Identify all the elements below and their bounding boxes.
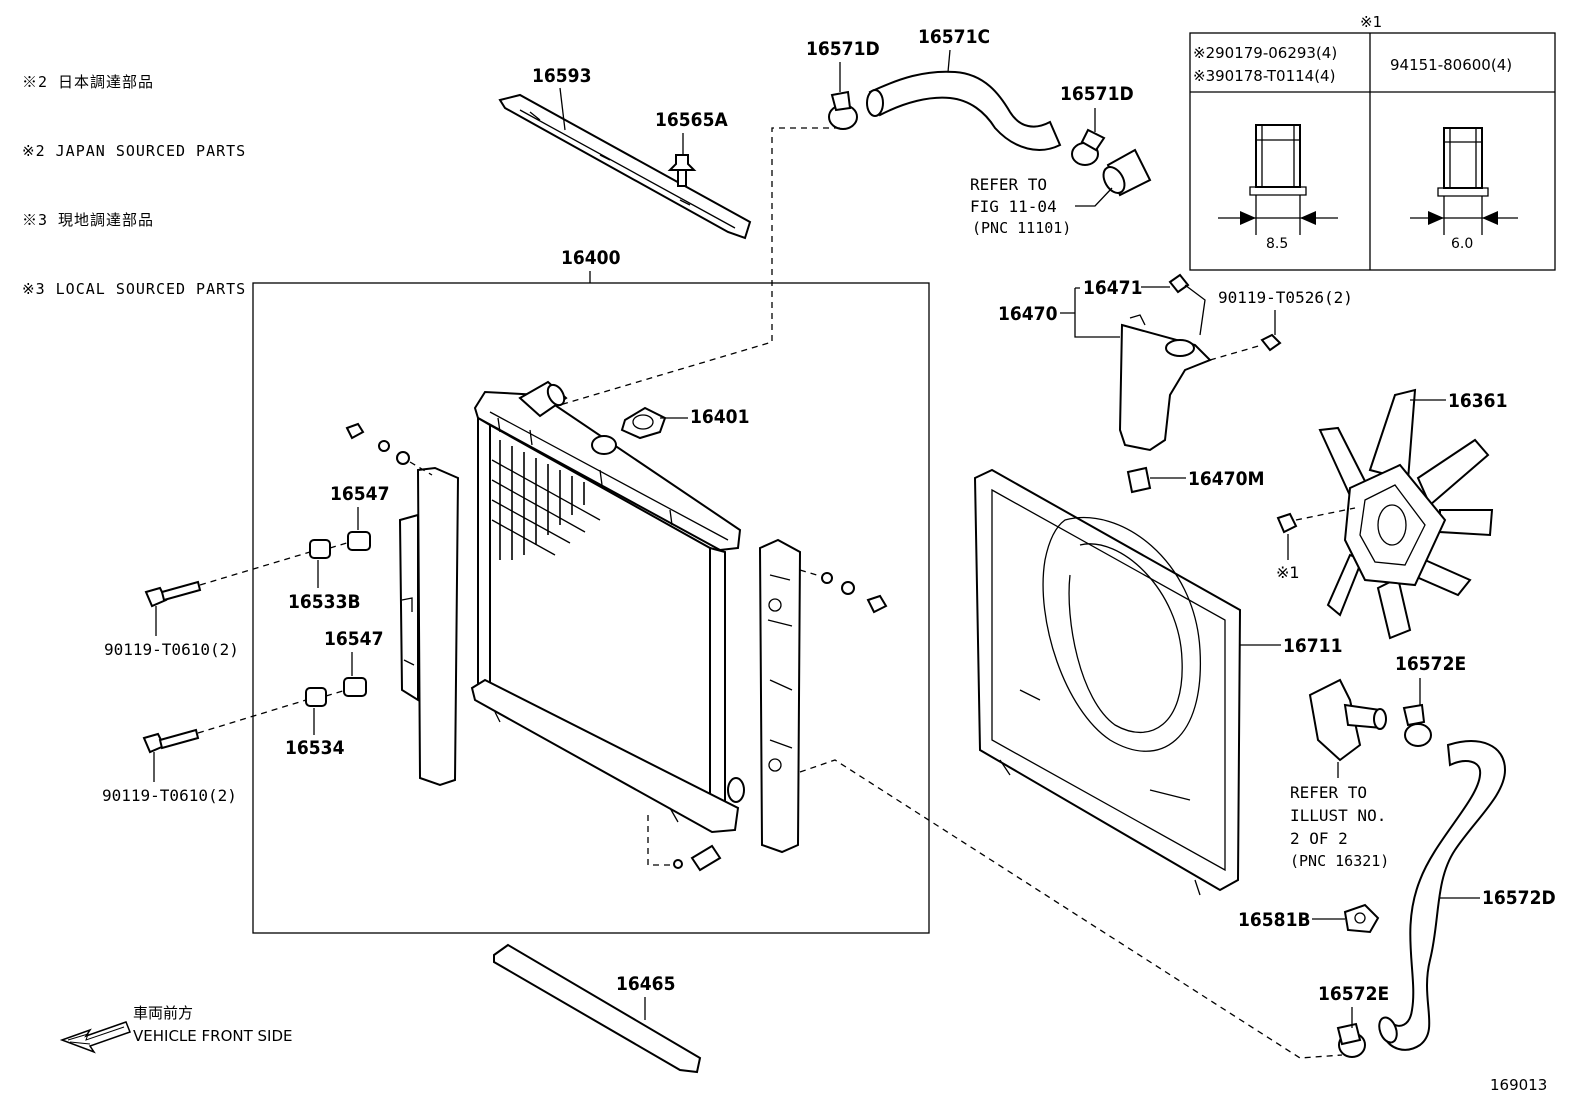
fan-shroud-16711 — [973, 468, 1242, 896]
table-marker: ※1 — [1360, 13, 1382, 31]
label-16401: 16401 — [690, 406, 749, 428]
bolt-90119-T0526 — [1260, 333, 1282, 352]
table-border — [1189, 32, 1556, 271]
label-16534: 16534 — [285, 737, 345, 759]
ref-illust-line2: ILLUST NO. — [1290, 806, 1386, 825]
ref-illust-line3: 2 OF 2 — [1290, 829, 1348, 848]
label-16400: 16400 — [561, 247, 621, 269]
ref-illust-line1: REFER TO — [1290, 783, 1367, 802]
hose-clamp-16571D-right — [1071, 128, 1106, 166]
lower-hose-16572D — [1378, 740, 1507, 1051]
table-right-dim: 6.0 — [1451, 236, 1473, 252]
seal-16465 — [493, 943, 702, 1074]
nut-icon-left — [1218, 124, 1338, 235]
vehicle-front-arrow-icon — [59, 1021, 131, 1054]
upper-hose-16571C — [866, 70, 1062, 151]
bolt-nut-set-left — [345, 422, 410, 465]
bolt-nut-set-right — [821, 572, 888, 614]
note-local-en: ※3 LOCAL SOURCED PARTS — [22, 280, 247, 298]
radiator-assembly-box — [252, 282, 930, 934]
label-16572E-bottom: 16572E — [1318, 983, 1389, 1005]
grommet-16547-top — [347, 531, 371, 551]
water-outlet-fitting — [1308, 678, 1387, 762]
label-16571C: 16571C — [918, 26, 990, 48]
label-16565A: 16565A — [655, 109, 728, 131]
radiator-cap-16401 — [620, 406, 667, 440]
direction-jp: 車両前方 — [133, 1004, 193, 1022]
label-90119-T0610-top: 90119-T0610(2) — [104, 640, 239, 659]
ref-fig-line1: REFER TO — [970, 175, 1047, 194]
table-right-header: 94151-80600(4) — [1390, 56, 1512, 74]
ref-fig-line3: (PNC 11101) — [972, 219, 1071, 237]
ref-illust-line4: (PNC 16321) — [1290, 852, 1389, 870]
fan-nut — [1276, 512, 1298, 534]
hose-clamp-16572E-bottom — [1336, 1022, 1366, 1058]
label-16571D-right: 16571D — [1060, 83, 1134, 105]
right-support-bracket — [758, 538, 802, 854]
label-90119-T0610-bottom: 90119-T0610(2) — [102, 786, 237, 805]
label-90119-T0526: 90119-T0526(2) — [1218, 288, 1353, 307]
bolt-90119-T0610-top — [144, 580, 202, 608]
label-16547-top: 16547 — [330, 483, 389, 505]
label-16361: 16361 — [1448, 390, 1507, 412]
cap-16470M — [1126, 466, 1152, 494]
filler-neck — [591, 435, 617, 455]
ref-fig-line2: FIG 11-04 — [970, 197, 1057, 216]
radiator-core — [470, 380, 745, 834]
label-mark1: ※1 — [1276, 563, 1300, 582]
radiator-support-16593 — [498, 93, 752, 240]
grommet-16547-bottom — [343, 677, 367, 697]
label-16581B: 16581B — [1238, 909, 1311, 931]
engine-outlet-stub — [1102, 148, 1152, 197]
cooling-fan-16361 — [1318, 388, 1494, 640]
label-16470M: 16470M — [1188, 468, 1264, 490]
label-16547-bottom: 16547 — [324, 628, 383, 650]
clip-16581B — [1343, 903, 1380, 934]
table-left-dim: 8.5 — [1266, 236, 1288, 252]
notes: ※2 日本調達部品 ※2 JAPAN SOURCED PARTS ※3 現地調達… — [22, 25, 246, 324]
label-16572D: 16572D — [1482, 887, 1556, 909]
note-japan-en: ※2 JAPAN SOURCED PARTS — [22, 142, 247, 160]
hose-clamp-16571D-top — [828, 90, 858, 130]
label-16571D-top: 16571D — [806, 38, 880, 60]
label-16572E-top: 16572E — [1395, 653, 1466, 675]
nut-icon-right — [1410, 127, 1518, 235]
table-left-line2: ※390178-T0114(4) — [1193, 67, 1335, 85]
bolt-16565A — [667, 154, 697, 187]
label-16465: 16465 — [616, 973, 675, 995]
label-16470: 16470 — [998, 303, 1058, 325]
table-left-line1: ※290179-06293(4) — [1193, 44, 1337, 62]
direction-en: VEHICLE FRONT SIDE — [133, 1027, 293, 1045]
note-local-jp: ※3 現地調達部品 — [22, 211, 155, 229]
cushion-16534 — [305, 687, 327, 707]
nut-spec-table: ※1 ※290179-06293(4) ※390178-T0114(4) 941… — [1189, 13, 1556, 271]
reservoir-tank-16470 — [1118, 314, 1212, 452]
bolt-90119-T0610-bottom — [142, 728, 200, 754]
left-support-bracket — [398, 466, 460, 787]
label-16593: 16593 — [532, 65, 591, 87]
reservoir-cap-16471 — [1168, 273, 1206, 336]
cushion-16533B — [309, 539, 331, 559]
note-japan-jp: ※2 日本調達部品 — [22, 73, 155, 91]
label-16533B: 16533B — [288, 591, 361, 613]
label-16471: 16471 — [1083, 277, 1142, 299]
hose-clamp-16572E-top — [1402, 703, 1432, 747]
drain-cock — [673, 844, 722, 872]
label-16711: 16711 — [1283, 635, 1342, 657]
figure-number: 169013 — [1490, 1076, 1547, 1094]
